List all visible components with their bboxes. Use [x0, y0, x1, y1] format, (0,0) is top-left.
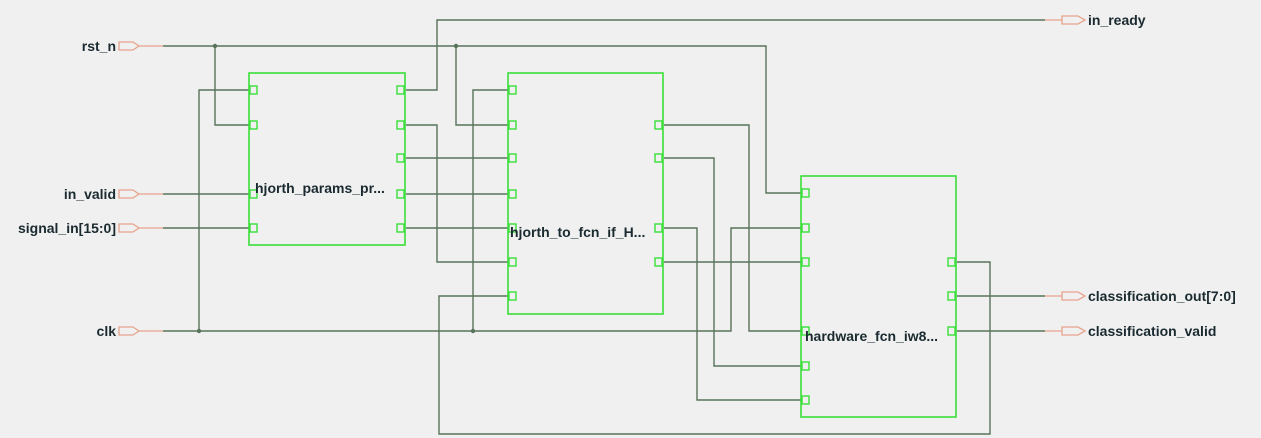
input-ports: rst_n in_valid signal_in[15:0] clk	[18, 38, 163, 339]
block-pin[interactable]	[249, 223, 258, 233]
block-pin[interactable]	[508, 223, 517, 233]
port-label: classification_valid	[1088, 323, 1216, 339]
port-label: signal_in[15:0]	[18, 220, 116, 236]
block-outline	[507, 72, 664, 315]
block-pin[interactable]	[396, 223, 405, 233]
input-port-icon	[118, 189, 141, 199]
block-label: hjorth_params_pr...	[255, 180, 385, 196]
wire-rst-n[interactable]	[163, 45, 802, 194]
block-pin[interactable]	[801, 326, 810, 336]
block-pin[interactable]	[508, 189, 517, 199]
wires	[163, 19, 1045, 435]
port-clk[interactable]: clk	[97, 323, 163, 339]
port-rst-n[interactable]: rst_n	[82, 38, 163, 54]
port-signal-in[interactable]: signal_in[15:0]	[18, 220, 163, 236]
block-pin[interactable]	[396, 153, 405, 163]
port-label: in_ready	[1088, 12, 1146, 28]
port-label: clk	[97, 323, 117, 339]
output-port-icon	[1061, 15, 1087, 25]
block-pin[interactable]	[508, 85, 517, 95]
block-pin[interactable]	[801, 361, 810, 371]
block-pin[interactable]	[508, 257, 517, 267]
block-pin[interactable]	[801, 223, 810, 233]
block-pin[interactable]	[508, 291, 517, 301]
wire-clk-branch-a[interactable]	[198, 89, 251, 331]
port-in-ready[interactable]: in_ready	[1045, 12, 1146, 28]
block-pin[interactable]	[654, 153, 663, 163]
input-port-icon	[118, 326, 141, 336]
junction-dot	[470, 328, 476, 334]
block-pin[interactable]	[947, 291, 956, 301]
block-pin[interactable]	[508, 153, 517, 163]
block-pin[interactable]	[396, 85, 405, 95]
block-pin[interactable]	[508, 120, 517, 130]
wire-rst-n-branch-a[interactable]	[214, 46, 251, 126]
block-outline	[248, 72, 406, 246]
port-label: in_valid	[64, 186, 116, 202]
block-pin[interactable]	[654, 257, 663, 267]
block-pin[interactable]	[947, 326, 956, 336]
block-hardware-fcn[interactable]: hardware_fcn_iw8...	[800, 175, 957, 418]
wire-feedback[interactable]	[438, 261, 991, 435]
output-port-icon	[1061, 291, 1087, 301]
wire-rst-n-branch-b[interactable]	[455, 46, 510, 126]
block-pin[interactable]	[947, 257, 956, 267]
block-pin[interactable]	[396, 189, 405, 199]
input-port-icon	[118, 223, 141, 233]
block-pin[interactable]	[396, 120, 405, 130]
port-label: classification_out[7:0]	[1088, 288, 1236, 304]
block-pin[interactable]	[654, 120, 663, 130]
block-label: hjorth_to_fcn_if_H...	[510, 224, 645, 240]
block-pin[interactable]	[654, 223, 663, 233]
block-pin[interactable]	[801, 188, 810, 198]
port-classification-out[interactable]: classification_out[7:0]	[1045, 288, 1236, 304]
junction-dot	[196, 328, 202, 334]
block-outline	[800, 175, 957, 418]
wire-b2-o3[interactable]	[664, 227, 802, 401]
wire-in-ready[interactable]	[406, 19, 1045, 91]
wire-b2-o1[interactable]	[664, 124, 802, 332]
port-label: rst_n	[82, 38, 116, 54]
block-hjorth-params[interactable]: hjorth_params_pr...	[248, 72, 406, 246]
block-pin[interactable]	[249, 85, 258, 95]
block-pin[interactable]	[801, 395, 810, 405]
block-pin[interactable]	[249, 120, 258, 130]
block-pin[interactable]	[249, 189, 258, 199]
output-port-icon	[1061, 326, 1087, 336]
junction-dot	[212, 43, 218, 49]
block-pin[interactable]	[801, 257, 810, 267]
output-ports: in_ready classification_out[7:0] classif…	[1045, 12, 1236, 339]
port-in-valid[interactable]: in_valid	[64, 186, 163, 202]
input-port-icon	[118, 41, 141, 51]
block-label: hardware_fcn_iw8...	[805, 328, 938, 344]
wire-clk[interactable]	[163, 227, 802, 332]
junction-dot	[453, 43, 459, 49]
block-hjorth-to-fcn[interactable]: hjorth_to_fcn_if_H...	[507, 72, 664, 315]
port-classification-valid[interactable]: classification_valid	[1045, 323, 1216, 339]
wire-clk-branch-b[interactable]	[472, 89, 510, 331]
